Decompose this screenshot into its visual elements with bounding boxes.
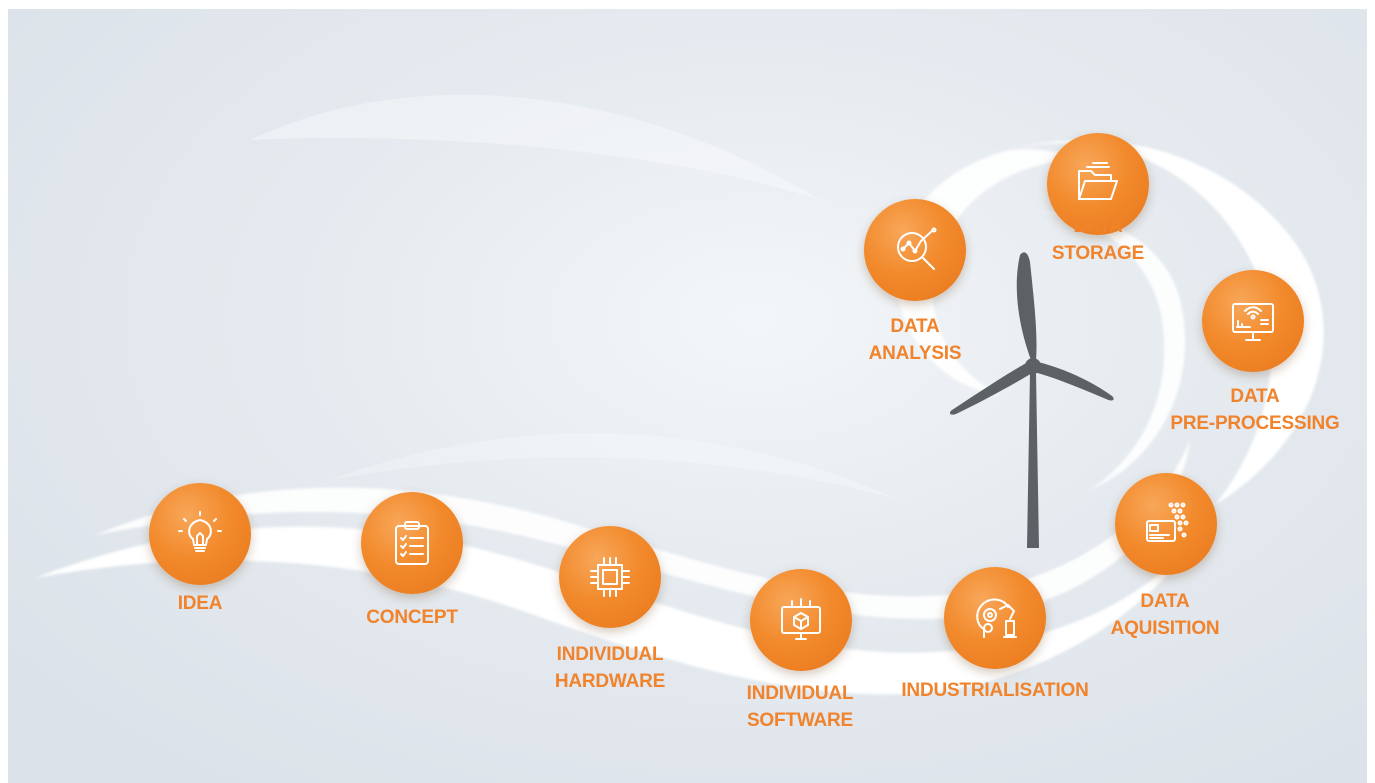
step-circle (750, 569, 852, 671)
head-gear-robot-arm-icon (976, 598, 1017, 638)
step-label: DATA PRE-PROCESSING (1170, 386, 1340, 434)
step-label: DATA AQUISITION (1110, 591, 1220, 639)
step-label: INDIVIDUAL SOFTWARE (746, 683, 854, 731)
step-label: DATA STORAGE (1051, 216, 1145, 264)
step-label: INDUSTRIALISATION (901, 680, 1089, 701)
monitor-wifi-chart-icon (1232, 303, 1274, 341)
turbine-blade-left (949, 362, 1034, 415)
open-folder-icon (1078, 162, 1118, 200)
step-label: CONCEPT (366, 607, 458, 628)
step-circle (1047, 133, 1149, 235)
step-circle (944, 567, 1046, 669)
magnifier-graph-icon (897, 227, 937, 270)
microchip-icon (590, 557, 630, 597)
clipboard-checklist-icon (395, 521, 429, 565)
turbine-tower (1027, 372, 1039, 548)
step-label: INDIVIDUAL HARDWARE (554, 644, 666, 692)
step-circle (559, 526, 661, 628)
step-label: IDEA (177, 593, 223, 614)
turbine-blade-up (1016, 252, 1037, 360)
step-circle (361, 492, 463, 594)
step-circle (149, 483, 251, 585)
step-circle (1202, 270, 1304, 372)
step-circle (864, 199, 966, 301)
step-label: DATA ANALYSIS (868, 316, 962, 364)
lightbulb-icon (178, 511, 222, 552)
swirl-outer (1010, 140, 1324, 506)
monitor-cube-icon (781, 598, 821, 640)
wind-turbine (949, 252, 1114, 548)
turbine-hub (1025, 358, 1041, 374)
turbine-blade-right (1034, 362, 1114, 401)
background-swoosh (250, 94, 820, 200)
data-card-dots-icon (1146, 502, 1189, 542)
background-swoosh (330, 433, 900, 500)
step-circle (1115, 473, 1217, 575)
